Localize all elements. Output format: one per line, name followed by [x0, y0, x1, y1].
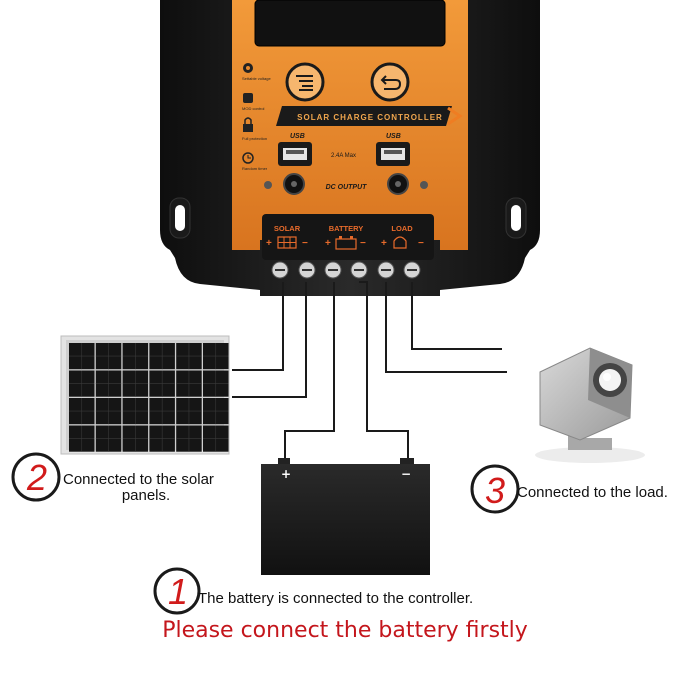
terminal-label-load: LOAD — [391, 224, 413, 233]
lock-icon — [243, 117, 253, 132]
screw-solar-minus[interactable] — [298, 261, 316, 279]
step-2-text-line2: panels. — [122, 487, 170, 504]
usb-port-icon[interactable] — [376, 142, 410, 166]
step-2-text-line1: Connected to the solar — [63, 471, 214, 488]
dc-output-label: DC OUTPUT — [326, 184, 368, 191]
clock-icon — [242, 152, 254, 164]
side-label-1: Settable voltage — [242, 76, 271, 81]
terminal-label-solar: SOLAR — [274, 224, 301, 233]
indicator-led-left — [264, 181, 272, 189]
return-icon — [380, 75, 402, 90]
warning-text: Please connect the battery firstly — [162, 618, 528, 643]
side-label-2: MOD control — [242, 106, 265, 111]
svg-text:+: + — [381, 238, 387, 249]
screw-battery-minus[interactable] — [350, 261, 368, 279]
step-3-badge: 3 — [470, 464, 520, 514]
svg-text:−: − — [418, 238, 424, 249]
step-3-number: 3 — [485, 470, 505, 511]
solar-panel — [60, 335, 230, 455]
battery-plus: + — [281, 467, 291, 481]
wire-load-plus — [385, 282, 507, 373]
svg-text:−: − — [360, 238, 366, 249]
wire-battery-minus — [359, 281, 409, 462]
wire-solar-minus — [232, 282, 307, 398]
usb-label-left: USB — [290, 133, 305, 140]
wire-solar-plus — [232, 282, 284, 371]
step-2-number: 2 — [26, 457, 47, 498]
step-1-number: 1 — [168, 571, 188, 612]
menu-button[interactable] — [285, 62, 325, 102]
screw-terminals — [271, 261, 421, 279]
wire-battery-plus — [284, 282, 335, 462]
svg-text:−: − — [302, 238, 308, 249]
step-1-text: The battery is connected to the controll… — [198, 590, 473, 607]
banner-text: SOLAR CHARGE CONTROLLER — [297, 113, 443, 122]
svg-text:+: + — [266, 238, 272, 249]
svg-text:+: + — [325, 238, 331, 249]
usb-spec: 2.4A Max — [331, 153, 356, 159]
battery: + − — [261, 458, 430, 575]
screw-load-plus[interactable] — [377, 261, 395, 279]
moon-icon — [243, 93, 253, 103]
side-label-4: Random timer — [242, 166, 268, 171]
side-label-3: Full protection — [242, 136, 267, 141]
terminal-label-battery: BATTERY — [329, 224, 364, 233]
indicator-led-right — [420, 181, 428, 189]
usb-port-icon[interactable] — [278, 142, 312, 166]
banner — [276, 106, 452, 126]
charge-controller: SOLAR CHARGE CONTROLLER Settable voltage… — [160, 0, 540, 296]
menu-icon — [296, 75, 313, 91]
gear-icon — [243, 63, 253, 73]
battery-minus: − — [401, 467, 411, 481]
terminal-block — [262, 214, 434, 260]
step-1-badge: 1 — [153, 567, 201, 615]
screw-battery-plus[interactable] — [324, 261, 342, 279]
screw-solar-plus[interactable] — [271, 261, 289, 279]
battery-body — [261, 464, 430, 575]
step-2-badge: 2 — [11, 452, 61, 502]
wires — [232, 281, 507, 462]
lcd-display — [254, 0, 446, 47]
usb-label-right: USB — [386, 133, 401, 140]
return-button[interactable] — [370, 62, 410, 102]
screw-load-minus[interactable] — [403, 261, 421, 279]
wire-load-minus — [411, 282, 502, 350]
flood-lamp — [535, 347, 645, 463]
step-3-text: Connected to the load. — [517, 484, 668, 501]
solar-panel-icon — [277, 236, 297, 249]
side-icons: Settable voltage MOD control Full protec… — [242, 63, 271, 171]
lamp-icon — [393, 236, 407, 249]
battery-icon — [335, 236, 357, 250]
